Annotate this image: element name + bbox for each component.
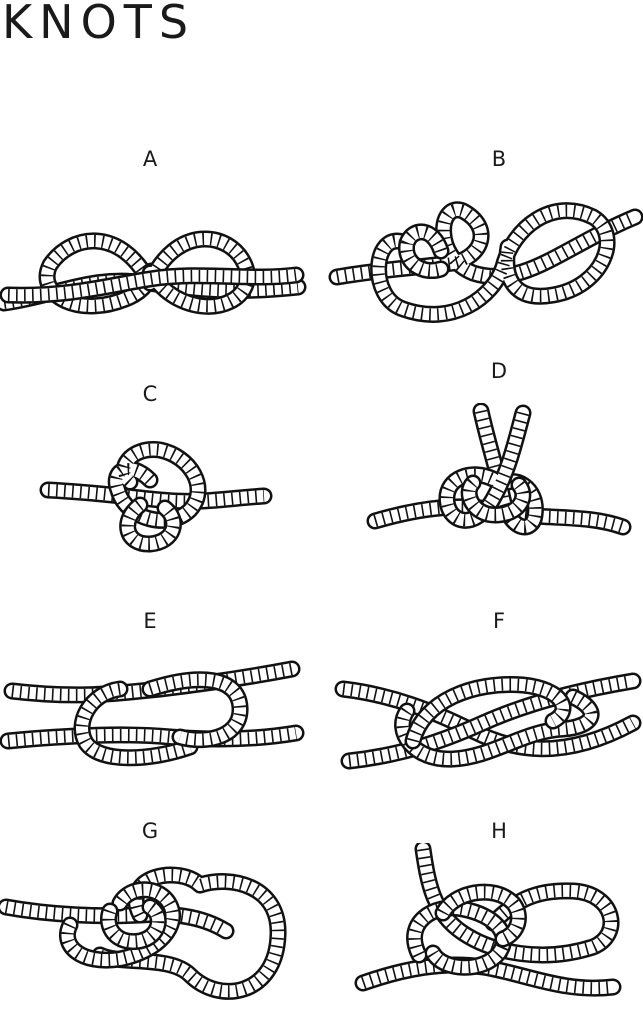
knot-card-h: H [323,815,643,1005]
knot-label-a: A [142,147,158,171]
standing-end-loop-knot-icon [354,843,622,997]
rope-strand [2,269,302,302]
knot-label-d: D [490,359,508,383]
knot-label-g: G [141,819,159,843]
rope-strand [372,204,614,321]
knot-card-b: B [323,145,643,325]
knot-card-f: F [323,605,643,785]
stopper-knot-icon [39,441,273,553]
knot-card-d: D [323,355,643,555]
double-loop-knot-icon [0,230,307,315]
rope-strand [408,902,510,974]
rope-strand [102,901,165,948]
knot-label-e: E [143,609,157,633]
figure-loop-knot-icon [0,866,287,1000]
knot-card-e: E [0,605,320,785]
knot-card-c: C [0,380,320,560]
rope-strand [121,500,180,550]
rope-strand [148,673,246,746]
rope-strand [400,226,447,277]
knot-card-g: G [0,815,320,1005]
knot-label-c: C [142,382,158,406]
rope-strand [97,869,285,998]
bowline-style-knot-icon [328,201,643,323]
rope-strand [11,663,294,701]
page-title: KNOTS [2,0,196,49]
knot-label-b: B [491,147,507,171]
knot-label-f: F [492,609,506,633]
rope-strand [2,727,302,747]
rope-strand [407,678,569,743]
rope-strand [348,675,634,767]
upright-ends-knot-icon [366,403,632,536]
rope-strand [463,478,529,522]
rope-strand [61,883,179,967]
rope-strand [76,683,196,764]
rope-strand [437,886,525,945]
rope-strand [47,484,265,508]
rope-strand [110,443,204,527]
two-rope-bend-icon [0,660,305,767]
crossed-bend-icon [334,672,642,770]
rope-strand [441,411,529,527]
knot-label-h: H [491,819,507,843]
knot-card-a: A [0,145,320,325]
